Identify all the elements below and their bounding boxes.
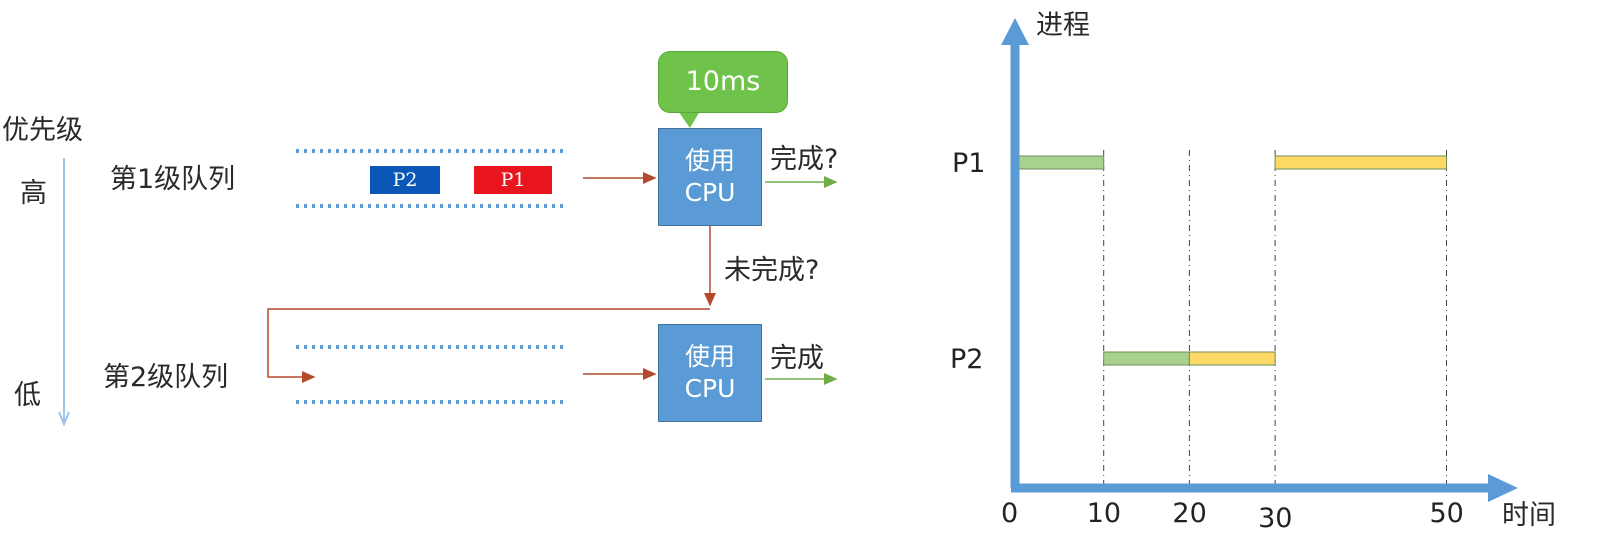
cpu2-line1: 使用 (684, 342, 735, 371)
gantt-bar-p1-0-10 (1017, 155, 1105, 170)
queue1-label: 第1级队列 (110, 164, 236, 195)
gantt-bars (1017, 155, 1447, 366)
x-tick-label-10: 10 (1086, 498, 1122, 529)
cpu1-line1: 使用 (684, 146, 735, 175)
gantt-bar-p2-10-20 (1103, 351, 1190, 366)
cpu2-box: 使用 CPU (658, 324, 762, 422)
low-label: 低 (14, 380, 41, 411)
x-axis-label: 时间 (1502, 500, 1556, 531)
priority-axis-head (58, 411, 70, 427)
time-slice-callout: 10ms (658, 51, 788, 113)
priority-label: 优先级 (2, 115, 83, 146)
done-question-label: 完成? (770, 144, 839, 175)
cpu2-line2: CPU (684, 374, 736, 403)
y-axis-arrowhead (1001, 18, 1029, 45)
y-axis-label: 进程 (1036, 10, 1090, 41)
row-label-p1: P1 (952, 148, 986, 179)
gantt-bar-p2-20-30 (1188, 351, 1276, 366)
x-axis-arrowhead (1488, 474, 1518, 502)
high-label: 高 (20, 178, 47, 209)
callout-pointer (678, 111, 700, 128)
x-tick-label-20: 20 (1172, 498, 1207, 529)
row-label-p2: P2 (950, 344, 984, 375)
cpu1-box: 使用 CPU (658, 128, 762, 226)
process-p2-block: P2 (370, 166, 440, 194)
process-p1-block: P1 (474, 166, 552, 194)
x-tick-label-30: 30 (1258, 503, 1293, 534)
gantt-bar-p1-30-50 (1274, 155, 1447, 170)
done-label: 完成 (770, 343, 824, 374)
x-tick-label-0: 0 (1001, 498, 1019, 529)
queue2-label: 第2级队列 (103, 362, 229, 393)
gantt-guides (1103, 150, 1447, 484)
not-done-question-label: 未完成? (724, 255, 820, 286)
cpu1-line2: CPU (684, 178, 736, 207)
x-tick-label-50: 50 (1429, 498, 1464, 529)
feedback-path (267, 308, 710, 383)
